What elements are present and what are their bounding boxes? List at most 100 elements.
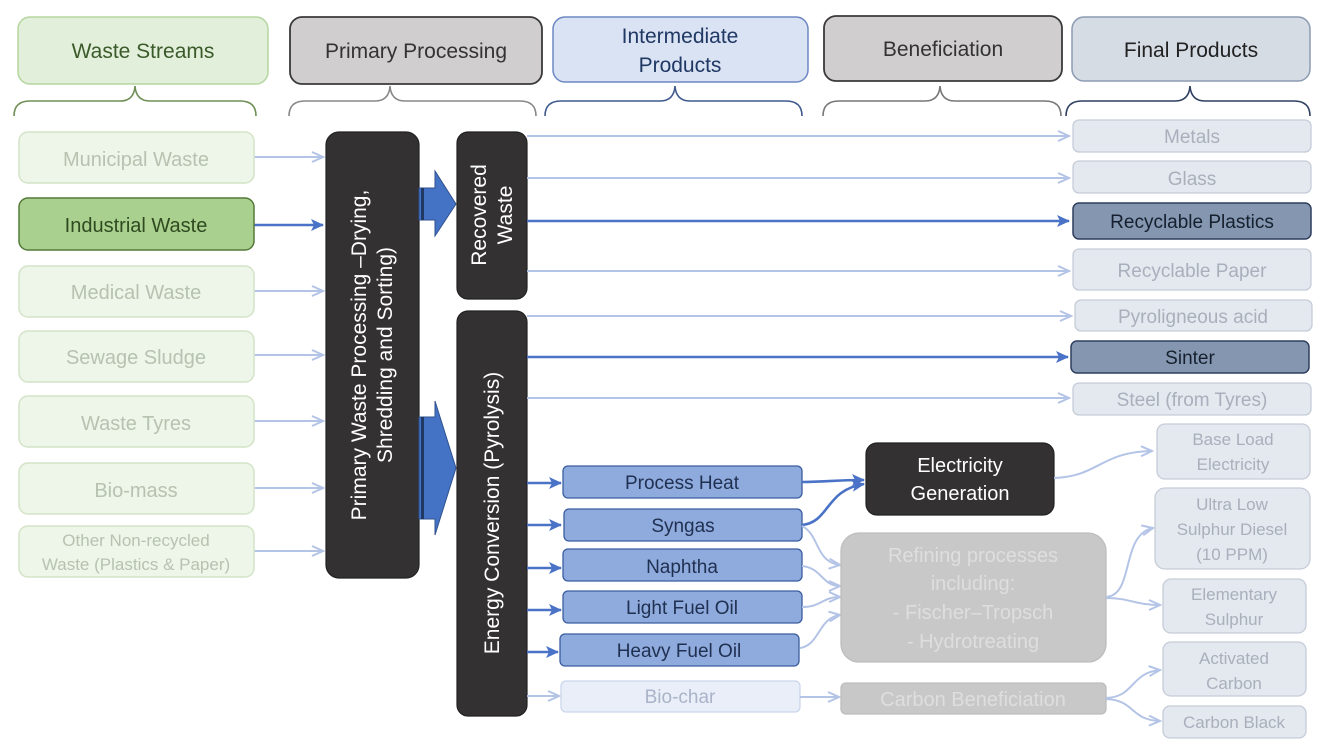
node-biomass[interactable]: Bio-mass: [18, 462, 255, 515]
node-refining-label-line2: including:: [931, 573, 1016, 595]
node-refining-label-line3: - Fischer–Tropsch: [893, 602, 1053, 624]
header-waste-streams-label: Waste Streams: [72, 40, 215, 63]
node-carbon-black[interactable]: Carbon Black: [1162, 705, 1307, 739]
node-heavy-fuel-oil[interactable]: Heavy Fuel Oil: [559, 633, 800, 667]
node-pyroligneous-acid[interactable]: Pyroligneous acid: [1074, 299, 1313, 332]
node-elementary-sulphur[interactable]: Elementary Sulphur: [1162, 578, 1307, 634]
header-final-products-label: Final Products: [1124, 39, 1258, 62]
node-pyroligneous-label: Pyroligneous acid: [1118, 307, 1268, 328]
flow-hfo-to-refining: [799, 615, 840, 649]
header-primary-processing-label: Primary Processing: [325, 40, 507, 63]
node-base-load-electricity[interactable]: Base Load Electricity: [1156, 423, 1311, 480]
node-activated-label-line2: Carbon: [1206, 674, 1262, 693]
node-process-heat-label: Process Heat: [625, 473, 740, 494]
node-recovered-waste[interactable]: Recovered Waste: [456, 131, 528, 300]
node-steel-label: Steel (from Tyres): [1117, 390, 1268, 411]
node-primary-waste-processing[interactable]: Primary Waste Processing –Drying, Shredd…: [325, 131, 420, 579]
node-industrial-waste-label: Industrial Waste: [65, 215, 208, 237]
node-recyclable-paper[interactable]: Recyclable Paper: [1072, 248, 1312, 291]
flow-lfo-to-refining: [801, 597, 840, 608]
node-carbon-beneficiation[interactable]: Carbon Beneficiation: [840, 682, 1107, 715]
node-primary-label-line2: Shredding and Sorting): [374, 247, 397, 463]
node-sinter-label: Sinter: [1165, 348, 1215, 369]
node-light-fuel-oil-label: Light Fuel Oil: [626, 598, 738, 619]
node-other-label-line1: Other Non-recycled: [62, 531, 209, 550]
node-syngas[interactable]: Syngas: [563, 508, 803, 542]
node-medical-waste-label: Medical Waste: [71, 282, 201, 304]
node-heavy-fuel-oil-label: Heavy Fuel Oil: [617, 641, 742, 662]
node-biochar[interactable]: Bio-char: [560, 680, 801, 713]
node-syngas-label: Syngas: [651, 516, 714, 537]
node-energy-conversion[interactable]: Energy Conversion (Pyrolysis): [456, 310, 528, 717]
node-sulphur-label-line1: Elementary: [1191, 585, 1277, 604]
node-electricity-label-line1: Electricity: [917, 455, 1003, 477]
node-other-label-line2: Waste (Plastics & Paper): [42, 555, 230, 574]
flow-refining-to-ulsd: [1105, 528, 1153, 598]
node-primary-label-line1: Primary Waste Processing –Drying,: [348, 190, 371, 521]
node-other-non-recycled[interactable]: Other Non-recycled Waste (Plastics & Pap…: [18, 525, 255, 578]
node-base-load-label-line1: Base Load: [1192, 430, 1273, 449]
node-waste-tyres-label: Waste Tyres: [81, 413, 191, 435]
flow-process-heat-to-electricity: [801, 474, 865, 487]
node-biochar-label: Bio-char: [645, 687, 716, 708]
node-steel-from-tyres[interactable]: Steel (from Tyres): [1072, 382, 1312, 416]
header-intermediate-products: Intermediate Products: [552, 16, 809, 83]
node-glass[interactable]: Glass: [1072, 160, 1312, 194]
header-primary-processing: Primary Processing: [289, 16, 543, 85]
node-activated-carbon[interactable]: Activated Carbon: [1162, 641, 1307, 697]
node-recyclable-plastics-label: Recyclable Plastics: [1110, 212, 1274, 233]
node-sinter[interactable]: Sinter: [1070, 340, 1310, 374]
block-arrow-to-energy-stripe: [421, 417, 424, 519]
brace-beneficiation: [822, 85, 1062, 117]
header-beneficiation-label: Beneficiation: [883, 38, 1003, 61]
node-process-heat[interactable]: Process Heat: [562, 465, 803, 499]
node-ulsd[interactable]: Ultra Low Sulphur Diesel (10 PPM): [1154, 487, 1311, 570]
node-municipal-waste-label: Municipal Waste: [63, 149, 209, 171]
node-ulsd-label-line3: (10 PPM): [1196, 545, 1268, 564]
block-arrow-to-energy: [418, 400, 457, 536]
node-recyclable-paper-label: Recyclable Paper: [1118, 261, 1268, 282]
node-medical-waste[interactable]: Medical Waste: [18, 265, 255, 318]
node-recovered-label-line1: Recovered: [468, 164, 491, 266]
node-carbon-black-label: Carbon Black: [1183, 713, 1286, 732]
flow-refining-to-sulphur: [1105, 597, 1160, 605]
node-waste-tyres[interactable]: Waste Tyres: [18, 395, 255, 448]
node-refining-label-line4: - Hydrotreating: [907, 631, 1039, 653]
node-refining-processes[interactable]: Refining processes including: - Fischer–…: [840, 532, 1107, 663]
header-final-products: Final Products: [1071, 16, 1311, 82]
node-electricity-generation[interactable]: Electricity Generation: [865, 442, 1055, 516]
node-electricity-label-line2: Generation: [911, 483, 1010, 505]
flow-electricity-to-base-load: [1053, 451, 1152, 479]
node-metals[interactable]: Metals: [1072, 119, 1312, 153]
brace-intermediate-products: [544, 85, 803, 117]
brace-waste-streams: [13, 85, 257, 117]
brace-final-products: [1065, 85, 1311, 117]
header-beneficiation: Beneficiation: [823, 15, 1063, 82]
node-light-fuel-oil[interactable]: Light Fuel Oil: [562, 590, 803, 624]
node-sulphur-label-line2: Sulphur: [1205, 610, 1264, 629]
block-arrow-to-recovered: [418, 169, 457, 238]
flow-carbon-to-carbon-black: [1105, 698, 1160, 721]
node-activated-label-line1: Activated: [1199, 649, 1269, 668]
header-waste-streams: Waste Streams: [17, 16, 269, 85]
node-base-load-label-line2: Electricity: [1197, 455, 1270, 474]
node-carbon-label: Carbon Beneficiation: [880, 689, 1066, 711]
node-biomass-label: Bio-mass: [94, 480, 177, 502]
node-naphtha-label: Naphtha: [646, 557, 718, 578]
node-glass-label: Glass: [1168, 169, 1217, 190]
node-refining-label-line1: Refining processes: [888, 545, 1058, 567]
flow-syngas-to-refining: [801, 525, 840, 565]
flow-carbon-to-activated: [1105, 670, 1160, 699]
node-naphtha[interactable]: Naphtha: [562, 548, 803, 582]
brace-primary-processing: [288, 85, 537, 117]
flow-naphtha-to-refining: [801, 565, 840, 586]
node-recyclable-plastics[interactable]: Recyclable Plastics: [1072, 202, 1312, 240]
node-recovered-label-line2: Waste: [494, 186, 517, 245]
header-intermediate-label-line2: Products: [639, 54, 722, 77]
node-municipal-waste[interactable]: Municipal Waste: [18, 131, 255, 184]
node-sewage-sludge[interactable]: Sewage Sludge: [18, 330, 255, 383]
node-industrial-waste[interactable]: Industrial Waste: [18, 197, 255, 251]
node-sewage-sludge-label: Sewage Sludge: [66, 347, 206, 369]
node-ulsd-label-line1: Ultra Low: [1196, 495, 1269, 514]
